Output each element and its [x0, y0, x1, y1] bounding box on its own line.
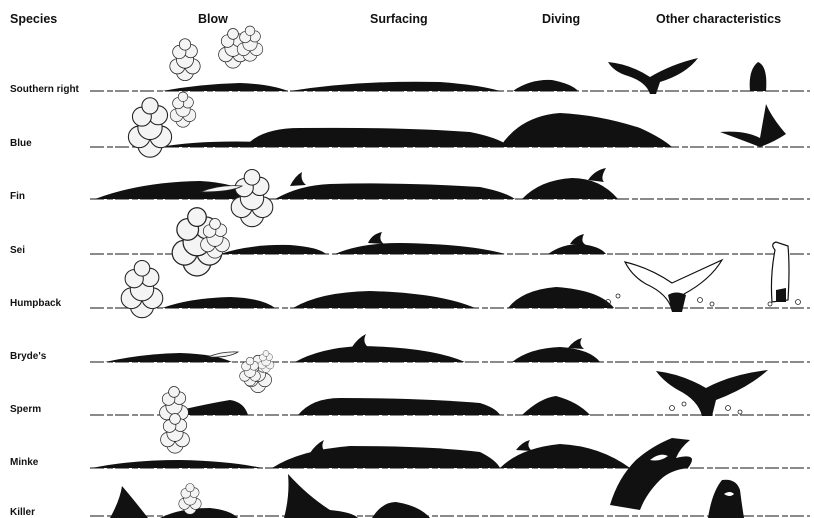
- dorsal-fin: [568, 338, 584, 349]
- blow-bushy: [172, 208, 229, 276]
- whale-body: [508, 287, 614, 308]
- spyhopping-killer-whale: [708, 480, 744, 518]
- tail-fluke: [656, 370, 768, 416]
- whale-body: [548, 244, 606, 254]
- breaching-whale-markings: [776, 288, 786, 302]
- whale-body: [513, 80, 578, 91]
- whale-body: [335, 243, 505, 254]
- whale-body: [220, 245, 326, 254]
- whale-body: [92, 460, 262, 468]
- row-brydes: [90, 334, 810, 393]
- breaching-killer-whale: [610, 438, 692, 510]
- whale-body: [293, 291, 475, 308]
- whale-body: [275, 183, 515, 199]
- whale-body: [290, 82, 500, 91]
- whale-body: [522, 396, 590, 415]
- tail-fluke: [608, 58, 698, 94]
- dorsal-fin: [516, 440, 532, 451]
- whale-body: [160, 508, 238, 518]
- row-blue: [90, 92, 810, 157]
- flipper: [750, 62, 767, 91]
- dorsal-fin: [290, 172, 306, 186]
- blow-bushy: [121, 261, 163, 318]
- whale-body: [245, 128, 510, 147]
- whale-body: [295, 346, 465, 362]
- tail-fluke: [720, 104, 786, 147]
- dorsal-fin-tall: [284, 474, 358, 518]
- tail-fluke-stem: [668, 293, 686, 313]
- row-killer: [90, 474, 810, 518]
- dorsal-fin: [570, 234, 586, 245]
- dorsal-fin: [368, 232, 384, 244]
- whale-body: [95, 181, 258, 199]
- spray-ellipse: [208, 352, 238, 357]
- whale-body: [272, 446, 500, 468]
- dorsal-fin: [310, 440, 326, 453]
- blow-v-shaped: [170, 26, 263, 81]
- row-sei: [90, 208, 810, 302]
- whale-body: [162, 83, 288, 91]
- dorsal-fin-tall: [110, 486, 148, 518]
- dorsal-fin: [588, 168, 606, 182]
- whale-body: [512, 347, 600, 362]
- whale-body: [522, 178, 618, 199]
- whale-body: [372, 502, 430, 518]
- whale-body: [500, 113, 672, 147]
- whale-body: [298, 398, 500, 415]
- row-southern-right: [90, 26, 810, 94]
- dorsal-fin: [352, 334, 368, 347]
- whale-body: [162, 297, 275, 308]
